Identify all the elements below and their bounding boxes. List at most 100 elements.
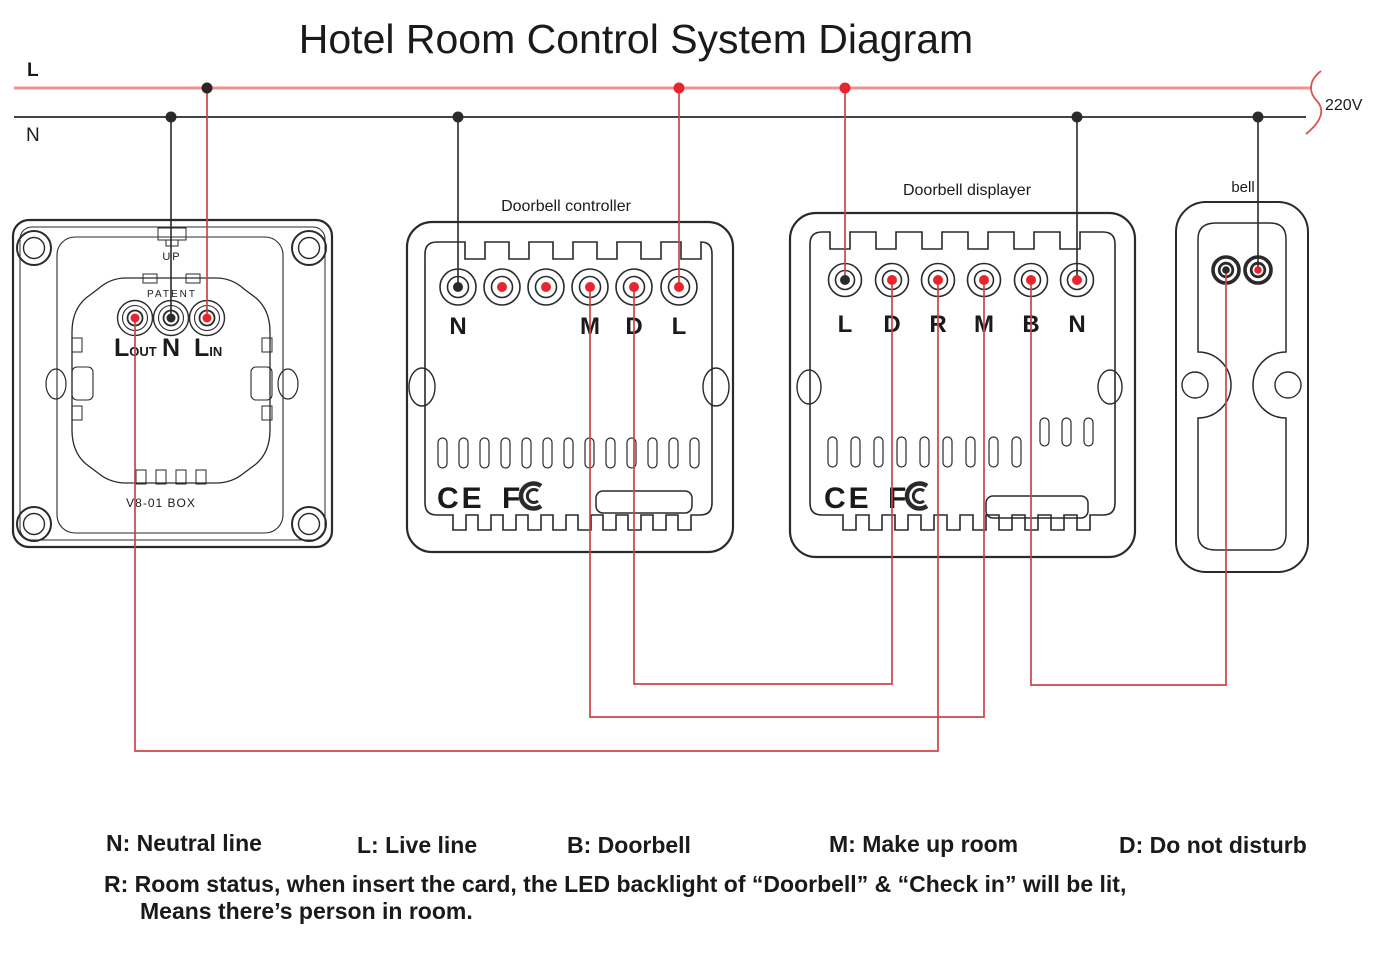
vent-slot bbox=[1039, 417, 1050, 447]
terminal-ring bbox=[483, 268, 521, 306]
mount-oval bbox=[1097, 369, 1123, 405]
mount-oval bbox=[796, 369, 822, 405]
screw-icon bbox=[22, 236, 46, 260]
corner-screws bbox=[16, 230, 327, 542]
junction-dot bbox=[165, 111, 177, 123]
junction-dot bbox=[1252, 111, 1264, 123]
controller-outer bbox=[405, 220, 735, 554]
vent-slot bbox=[942, 436, 953, 468]
terminal-dot bbox=[130, 313, 140, 323]
terminal-dot bbox=[541, 282, 551, 292]
bell-outer bbox=[1175, 201, 1309, 573]
mount-hole bbox=[1274, 371, 1302, 399]
legend-dnd: D: Do not disturb bbox=[1119, 832, 1307, 858]
vent-slot bbox=[965, 436, 976, 468]
terminal-ring bbox=[534, 275, 558, 299]
vent-slot bbox=[988, 436, 999, 468]
live-bus-label: L bbox=[27, 60, 39, 81]
vent-slot bbox=[458, 437, 469, 469]
vent-slot bbox=[521, 437, 532, 469]
terminal-ring bbox=[490, 275, 514, 299]
vent-slot bbox=[605, 437, 616, 469]
junction-dot bbox=[673, 82, 685, 94]
mount-hole bbox=[1181, 371, 1209, 399]
vent-slot bbox=[437, 437, 448, 469]
wire-m-to-m bbox=[589, 280, 985, 718]
svg-text:F: F bbox=[888, 482, 906, 515]
terminal-dot bbox=[453, 282, 463, 292]
doorbell-displayer: Doorbell displayer L D R M B N bbox=[788, 182, 1137, 559]
label-plate bbox=[595, 490, 693, 514]
ce-mark: CE bbox=[437, 482, 485, 515]
vent-slot bbox=[896, 436, 907, 468]
legend-room-status-line1: R: Room status, when insert the card, th… bbox=[104, 871, 1126, 897]
plate-clip bbox=[261, 337, 273, 353]
plate-clip bbox=[71, 405, 83, 421]
mount-bracket bbox=[250, 366, 273, 401]
screw-icon bbox=[22, 512, 46, 536]
terminal-dot bbox=[585, 282, 595, 292]
bell-title: bell bbox=[1231, 179, 1254, 196]
plate-tab bbox=[142, 273, 158, 284]
legend-room-status-line2: Means there’s person in room. bbox=[140, 898, 473, 924]
terminal-dot bbox=[629, 282, 639, 292]
model-label: V8-01 BOX bbox=[126, 496, 196, 510]
screw-icon bbox=[16, 506, 52, 542]
power-bus: L N 220V bbox=[14, 60, 1363, 146]
vent-slot bbox=[626, 437, 637, 469]
voltage-label: 220V bbox=[1325, 97, 1363, 114]
vent-slot bbox=[827, 436, 838, 468]
vent-slot bbox=[563, 437, 574, 469]
vent-slot bbox=[919, 436, 930, 468]
controller-terminal-label: N bbox=[449, 313, 466, 340]
plate-tab bbox=[185, 273, 201, 284]
terminal-ring bbox=[527, 268, 565, 306]
vent-slot bbox=[1083, 417, 1094, 447]
legend-doorbell: B: Doorbell bbox=[567, 832, 691, 858]
vent-slot bbox=[689, 437, 700, 469]
fcc-inner-c bbox=[525, 488, 539, 504]
terminal-dot bbox=[1254, 266, 1262, 274]
terminal-dot bbox=[887, 275, 897, 285]
terminal-dot bbox=[497, 282, 507, 292]
bottom-tab bbox=[135, 469, 147, 485]
wall-box: UP PATENT V8-01 BOX LOUT N LIN bbox=[11, 218, 334, 549]
bell-inner bbox=[1197, 222, 1287, 551]
legend-live: L: Live line bbox=[357, 832, 477, 858]
patent-label: PATENT bbox=[147, 289, 197, 300]
mount-oval bbox=[408, 367, 436, 407]
up-label: UP bbox=[162, 251, 181, 263]
displayer-terminal-label: N bbox=[1068, 311, 1085, 338]
legend-makeup: M: Make up room bbox=[829, 831, 1018, 857]
wire-d-to-d bbox=[633, 280, 893, 685]
terminal-label-lout: LOUT bbox=[114, 334, 157, 362]
terminal-dot bbox=[674, 282, 684, 292]
mount-oval bbox=[45, 368, 67, 400]
wall-box-inner-border bbox=[19, 226, 326, 541]
screw-icon bbox=[291, 506, 327, 542]
displayer-terminals bbox=[827, 262, 1095, 298]
neutral-bus-label: N bbox=[26, 125, 40, 146]
octagon-plate bbox=[71, 277, 271, 484]
vent-slot bbox=[1061, 417, 1072, 447]
bottom-tab bbox=[195, 469, 207, 485]
displayer-terminal-label: L bbox=[838, 311, 853, 338]
mount-oval bbox=[277, 368, 299, 400]
screw-icon bbox=[297, 512, 321, 536]
svg-text:F: F bbox=[502, 482, 520, 515]
wall-box-outer bbox=[11, 218, 334, 549]
wires bbox=[134, 88, 1259, 752]
junction-dot bbox=[452, 111, 464, 123]
terminal-dot bbox=[1072, 275, 1082, 285]
voltage-brace bbox=[1305, 70, 1323, 135]
fcc-mark: F bbox=[502, 481, 543, 515]
doorbell-controller-title: Doorbell controller bbox=[501, 198, 632, 215]
fcc-inner-c bbox=[911, 488, 925, 504]
terminal-dot bbox=[840, 275, 850, 285]
terminal-dots bbox=[130, 266, 1262, 323]
screw-icon bbox=[291, 230, 327, 266]
displayer-panel bbox=[809, 231, 1116, 531]
terminal-dot bbox=[933, 275, 943, 285]
